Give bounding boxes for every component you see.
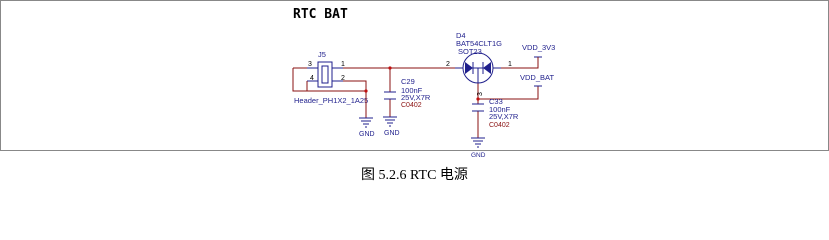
sheet-title: RTC BAT (293, 7, 348, 22)
c33-rating: 25V,X7R (489, 112, 519, 121)
j5-pin-1: 1 (341, 61, 345, 68)
figure-caption: 图 5.2.6 RTC 电源 (361, 168, 468, 183)
power-port-vdd-bat: VDD_BAT (520, 73, 554, 87)
j5-pin-4: 4 (310, 75, 314, 82)
c29-ref: C29 (401, 77, 415, 86)
d4-pin-1: 1 (508, 61, 512, 68)
gnd-label-j5: GND (359, 131, 375, 138)
gnd-label-c29: GND (384, 130, 400, 137)
capacitor-c33: C33 100nF 25V,X7R C0402 (472, 97, 519, 129)
j5-ref: J5 (318, 50, 326, 59)
connector-j5: J5 3 1 4 2 Header_PH1X2_1A25 (294, 50, 368, 105)
ground-symbol-c33: GND (471, 137, 486, 159)
d4-package: SOT23 (458, 47, 482, 56)
c33-footprint: C0402 (489, 122, 510, 129)
power-port-vdd-3v3: VDD_3V3 (522, 43, 555, 58)
j5-part-name: Header_PH1X2_1A25 (294, 96, 368, 105)
j5-pin-3: 3 (308, 61, 312, 68)
c33-value: 100nF (489, 105, 511, 114)
junctions (364, 66, 480, 101)
d4-ref: D4 (456, 31, 466, 40)
c33-ref: C33 (489, 97, 503, 106)
ground-symbol-j5: GND (359, 117, 375, 138)
j5-pin-2: 2 (341, 75, 345, 82)
schematic-sheet: RTC BAT J5 3 1 4 2 Header_PH1X2_1A25 (0, 0, 829, 159)
c29-value: 100nF (401, 86, 423, 95)
diode-d4: D4 BAT54CLT1G SOT23 2 1 3 (446, 31, 512, 96)
gnd-label-c33: GND (471, 152, 486, 159)
c29-footprint: C0402 (401, 102, 422, 109)
d4-pin-3: 3 (477, 92, 484, 96)
net-vdd-3v3: VDD_3V3 (522, 43, 555, 52)
ground-symbol-c29: GND (383, 116, 400, 137)
wires (292, 58, 539, 138)
d4-part: BAT54CLT1G (456, 39, 502, 48)
d4-pin-2: 2 (446, 61, 450, 68)
net-vdd-bat: VDD_BAT (520, 73, 554, 82)
c29-rating: 25V,X7R (401, 93, 431, 102)
capacitor-c29: C29 100nF 25V,X7R C0402 (384, 77, 431, 109)
